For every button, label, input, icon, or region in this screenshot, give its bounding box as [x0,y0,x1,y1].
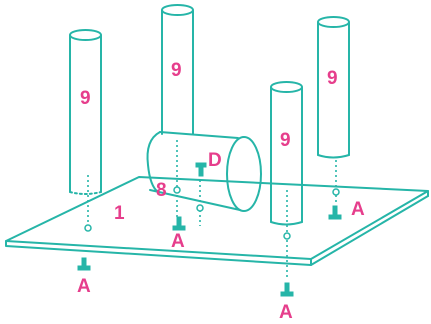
bolt-center [172,216,186,231]
label-bolt-right-front: A [279,302,293,323]
base-plate [5,176,429,266]
post-left [69,29,102,195]
tube-hole-right [196,204,204,212]
post-right-front [270,81,303,226]
label-cross-tube: 8 [156,180,167,201]
hole-left [84,224,92,232]
label-bolt-center: A [171,231,185,252]
post-center [161,4,194,135]
bolt-right-back [328,205,342,220]
bolt-right-front [280,282,294,297]
label-bolt-right-back: A [351,199,365,220]
label-post-left: 9 [80,88,91,109]
label-post-right-back: 9 [327,68,338,89]
tube-hole-left [173,186,181,194]
label-bolt-left: A [77,276,91,297]
screw-d [195,162,207,177]
post-right-back [317,16,350,159]
label-post-right-front: 9 [280,130,291,151]
hole-right-back [332,188,340,196]
label-base-plate: 1 [114,203,125,224]
bolt-left [77,257,91,271]
label-screw: D [208,150,222,171]
label-post-center: 9 [171,60,182,81]
cross-tube [146,131,262,212]
hole-right-front [283,232,291,240]
